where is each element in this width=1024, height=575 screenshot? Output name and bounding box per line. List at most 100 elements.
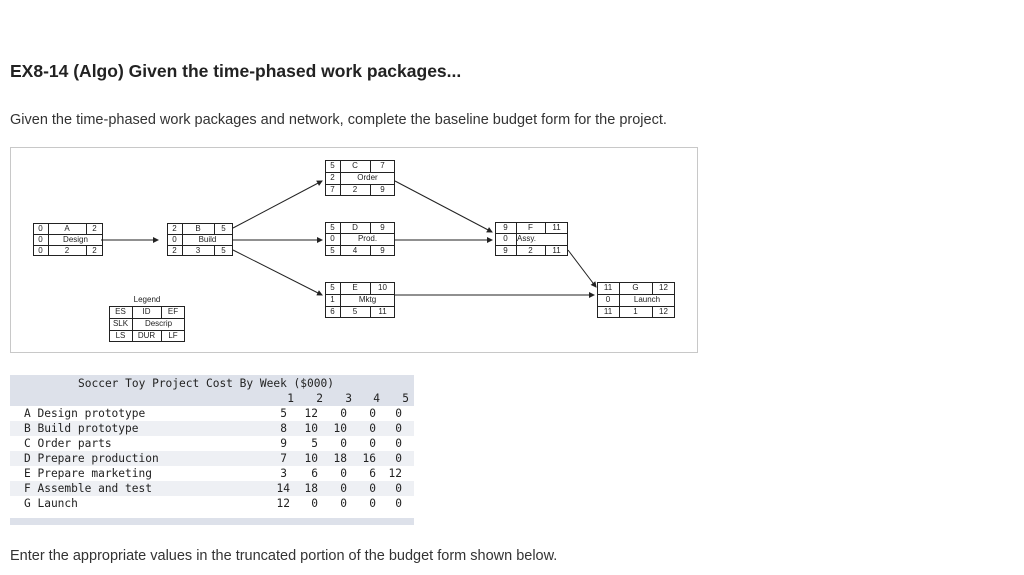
- cost-cell: 0: [311, 497, 318, 510]
- node-d-desc: Prod.: [357, 234, 378, 243]
- node-c-ls: 7: [330, 185, 335, 194]
- legend-es: ES: [115, 307, 126, 316]
- cost-cell: 0: [340, 482, 347, 495]
- week-header: 5: [402, 392, 409, 405]
- cost-cell: 0: [340, 407, 347, 420]
- row-label: B Build prototype: [24, 422, 139, 435]
- node-b-ls: 2: [172, 245, 177, 255]
- row-label: E Prepare marketing: [24, 467, 152, 480]
- node-d-ef: 9: [380, 222, 385, 232]
- node-c-slk: 2: [330, 173, 335, 182]
- cost-cell: 0: [340, 467, 347, 480]
- node-d-slk: 0: [330, 234, 335, 243]
- node-e-desc: Mktg: [358, 295, 377, 304]
- legend-id: ID: [142, 307, 151, 316]
- row-label: D Prepare production: [24, 452, 159, 465]
- row-label: F Assemble and test: [24, 482, 152, 495]
- cost-cell: 5: [311, 437, 318, 450]
- node-g-dur: 1: [633, 307, 638, 316]
- cost-cell: 16: [362, 452, 376, 465]
- node-c-lf: 9: [380, 185, 385, 194]
- node-f-desc: Assy.: [517, 234, 536, 243]
- cost-cell: 0: [395, 482, 402, 495]
- cost-cell: 7: [280, 452, 287, 465]
- legend: Legend ES ID EF SLK Descrip LS DUR LF: [109, 295, 185, 342]
- cost-cell: 10: [304, 452, 318, 465]
- cost-cell: 0: [340, 437, 347, 450]
- cost-table-title: Soccer Toy Project Cost By Week ($000): [78, 377, 334, 390]
- cost-cell: 0: [395, 422, 402, 435]
- node-b-ef: 5: [221, 223, 226, 233]
- week-header: 3: [345, 392, 352, 405]
- node-g-lf: 12: [659, 307, 668, 316]
- cost-cell: 0: [369, 497, 376, 510]
- arrow-b-c: [232, 180, 323, 229]
- node-g-ef: 12: [659, 283, 668, 292]
- node-e-dur: 5: [352, 307, 358, 316]
- node-b-id: B: [195, 223, 201, 233]
- node-g-slk: 0: [605, 295, 611, 304]
- node-b-es: 2: [172, 223, 177, 233]
- node-e-id: E: [352, 283, 358, 292]
- week-header: 1: [287, 392, 294, 405]
- node-g-id: G: [632, 283, 639, 292]
- cost-cell: 0: [369, 482, 376, 495]
- legend-ls: LS: [115, 331, 126, 340]
- arrow-f-g: [567, 249, 597, 288]
- cost-cell: 0: [395, 497, 402, 510]
- node-e: 5 E 10 1 Mktg 6 5 11: [325, 282, 395, 318]
- network-arrows: [101, 180, 597, 298]
- cost-cell: 0: [395, 407, 402, 420]
- node-g: 11 G 12 0 Launch 11 1 12: [597, 282, 675, 318]
- node-d-lf: 9: [380, 245, 385, 255]
- node-a-ls: 0: [38, 245, 43, 255]
- node-c-ef: 7: [380, 161, 385, 170]
- cost-cell: 0: [340, 497, 347, 510]
- cost-cell: 3: [280, 467, 287, 480]
- node-f-dur: 2: [528, 245, 533, 255]
- cost-cell: 0: [369, 407, 376, 420]
- legend-dur: DUR: [137, 331, 156, 340]
- node-f-lf: 11: [552, 245, 561, 255]
- node-d-id: D: [352, 222, 358, 232]
- node-c-es: 5: [330, 161, 335, 170]
- node-f-ls: 9: [503, 245, 508, 255]
- cost-cell: 12: [304, 407, 318, 420]
- cost-cell: 0: [369, 437, 376, 450]
- cost-cell: 0: [395, 437, 402, 450]
- cost-cell: 10: [333, 422, 347, 435]
- node-a-slk: 0: [38, 234, 43, 244]
- node-a-lf: 2: [92, 245, 97, 255]
- row-label: G Launch: [24, 497, 78, 510]
- page-title: EX8-14 (Algo) Given the time-phased work…: [10, 61, 462, 81]
- node-e-slk: 1: [330, 295, 335, 304]
- cost-cell: 6: [369, 467, 376, 480]
- node-a-desc: Design: [63, 234, 88, 244]
- cost-cell: 14: [276, 482, 290, 495]
- cost-cell: 10: [304, 422, 318, 435]
- arrow-c-f: [394, 180, 493, 233]
- legend-desc: Descrip: [144, 319, 173, 328]
- cost-cell: 9: [280, 437, 287, 450]
- node-g-ls: 11: [603, 307, 613, 316]
- node-e-es: 5: [330, 283, 335, 292]
- cost-cell: 18: [304, 482, 318, 495]
- cost-cell: 8: [280, 422, 287, 435]
- node-c: 5 C 7 2 Order 7 2 9: [325, 160, 395, 196]
- node-a-id: A: [64, 223, 70, 233]
- node-f: 9 F 11 0 Assy. 9 2 11: [495, 222, 568, 256]
- node-b-dur: 3: [195, 245, 201, 255]
- node-c-desc: Order: [357, 173, 378, 182]
- network-diagram: 0 A 2 0 Design 0 2 2 2 B 5 0 Build 2 3 5…: [10, 147, 698, 353]
- node-e-ef: 10: [378, 283, 387, 292]
- row-label: A Design prototype: [24, 407, 146, 420]
- cost-cell: 12: [276, 497, 290, 510]
- legend-slk: SLK: [112, 319, 129, 328]
- legend-ef: EF: [167, 307, 179, 316]
- week-header: 2: [316, 392, 323, 405]
- node-b: 2 B 5 0 Build 2 3 5: [167, 223, 233, 256]
- cost-cell: 6: [311, 467, 318, 480]
- node-c-dur: 2: [352, 185, 358, 194]
- node-f-es: 9: [503, 222, 508, 232]
- cost-cell: 5: [280, 407, 287, 420]
